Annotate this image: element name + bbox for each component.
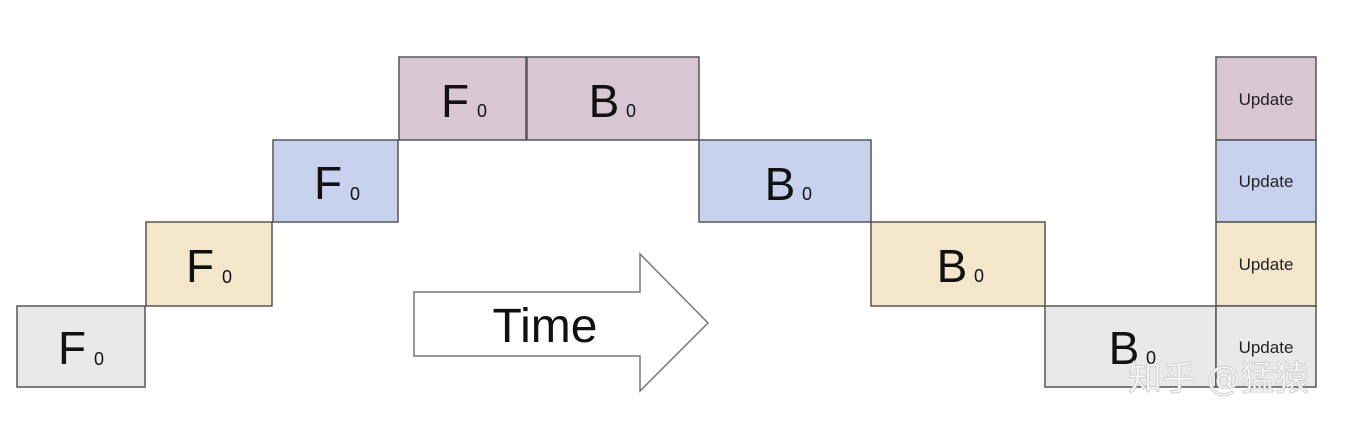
time-arrow: Time [413, 252, 710, 393]
backward-block-stage-3-label: B [937, 240, 968, 292]
forward-block-stage-3-sub: 0 [222, 267, 232, 287]
update-block-stage-2: Update [1215, 139, 1317, 223]
update-block-stage-1-rect [1215, 56, 1317, 141]
forward-blocks: F 0 F 0 F 0 F 0 [16, 56, 527, 388]
backward-block-stage-1-sub: 0 [626, 101, 636, 121]
update-block-stage-1: Update [1215, 56, 1317, 141]
forward-block-stage-4-sub: 0 [94, 349, 104, 369]
forward-block-stage-3: F 0 [145, 221, 273, 307]
backward-block-stage-2-rect [698, 139, 872, 223]
backward-block-stage-4-rect [1044, 305, 1217, 388]
forward-block-stage-2-label: F [314, 157, 342, 209]
update-block-stage-4-label: Update [1239, 338, 1294, 357]
update-block-stage-3-rect [1215, 221, 1317, 307]
backward-block-stage-2-label: B [765, 158, 796, 210]
forward-block-stage-4-label: F [58, 322, 86, 374]
backward-block-stage-3-sub: 0 [974, 266, 984, 286]
backward-block-stage-1-label: B [589, 75, 620, 127]
forward-block-stage-4: F 0 [16, 305, 146, 388]
backward-block-stage-4: B 0 [1044, 305, 1217, 388]
forward-block-stage-4-rect [16, 305, 146, 388]
backward-block-stage-2: B 0 [698, 139, 872, 223]
forward-block-stage-1: F 0 [398, 56, 527, 141]
forward-block-stage-1-rect [398, 56, 527, 141]
update-block-stage-4-rect [1215, 305, 1317, 388]
backward-block-stage-3: B 0 [870, 221, 1046, 307]
forward-block-stage-1-sub: 0 [477, 101, 487, 121]
backward-block-stage-2-sub: 0 [802, 184, 812, 204]
update-block-stage-1-label: Update [1239, 90, 1294, 109]
forward-block-stage-1-label: F [441, 75, 469, 127]
backward-blocks: B 0 B 0 B 0 B 0 [526, 56, 1217, 388]
backward-block-stage-1-rect [526, 56, 700, 141]
forward-block-stage-2: F 0 [272, 139, 399, 223]
backward-block-stage-3-rect [870, 221, 1046, 307]
update-blocks: Update Update Update Update [1215, 56, 1317, 388]
update-block-stage-3-label: Update [1239, 255, 1294, 274]
forward-block-stage-2-sub: 0 [350, 184, 360, 204]
watermark-text: 知乎 @猛猿 [1128, 359, 1309, 399]
backward-block-stage-4-label: B [1109, 322, 1140, 374]
forward-block-stage-3-rect [145, 221, 273, 307]
forward-block-stage-2-rect [272, 139, 399, 223]
update-block-stage-2-label: Update [1239, 172, 1294, 191]
backward-block-stage-1: B 0 [526, 56, 700, 141]
backward-block-stage-4-sub: 0 [1146, 348, 1156, 368]
time-arrow-label: Time [493, 300, 598, 353]
update-block-stage-4: Update [1215, 305, 1317, 388]
forward-block-stage-3-label: F [186, 240, 214, 292]
update-block-stage-3: Update [1215, 221, 1317, 307]
time-arrow-shape [413, 252, 710, 393]
update-block-stage-2-rect [1215, 139, 1317, 223]
